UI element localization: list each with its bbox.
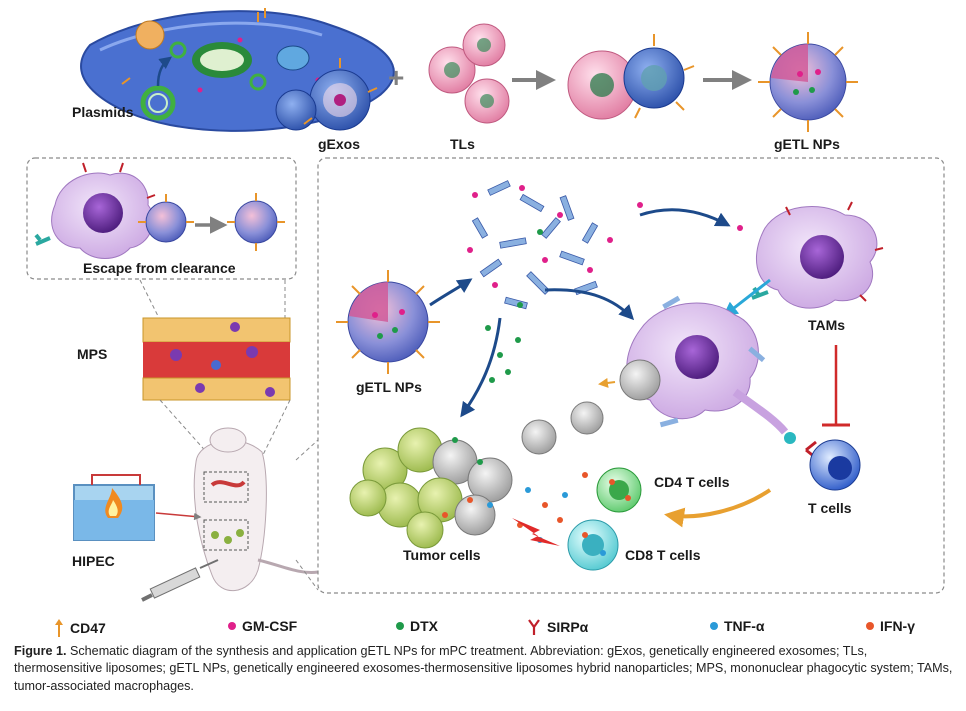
antigen-presentation <box>784 432 817 460</box>
label-gexos: gExos <box>318 136 360 152</box>
fusion-particles <box>567 34 695 120</box>
legend: CD47 GM-CSF DTX SIRPα TNF-α IFN-γ <box>0 612 966 642</box>
central-macrophage <box>626 295 789 435</box>
engulfed-gray-cell <box>619 359 661 401</box>
legend-cd47: CD47 <box>54 618 106 638</box>
macrophage-small <box>34 162 156 259</box>
ifn-g-dot-icon <box>866 622 874 630</box>
legend-gm-csf: GM-CSF <box>228 618 297 634</box>
label-tls: TLs <box>450 136 475 152</box>
legend-sirpa: SIRPα <box>527 618 588 636</box>
cd47-arrow-icon <box>55 619 63 637</box>
label-plasmids: Plasmids <box>72 104 134 120</box>
label-mps: MPS <box>77 346 107 362</box>
getl-np-top <box>758 32 858 132</box>
caption-text: Schematic diagram of the synthesis and a… <box>14 644 953 693</box>
cd4-t-cell <box>596 467 642 513</box>
legend-dtx: DTX <box>396 618 438 634</box>
label-tumor: Tumor cells <box>403 547 481 563</box>
label-getl-top: gETL NPs <box>774 136 840 152</box>
label-getl-mid: gETL NPs <box>356 379 422 395</box>
figure-caption: Figure 1. Schematic diagram of the synth… <box>14 643 954 695</box>
dtx-dot-icon <box>396 622 404 630</box>
legend-tnf-a: TNF-α <box>710 618 764 634</box>
label-hipec: HIPEC <box>72 553 115 569</box>
label-escape: Escape from clearance <box>83 260 236 276</box>
label-cd4: CD4 T cells <box>654 474 730 490</box>
inhibition-line <box>822 345 850 427</box>
label-tams: TAMs <box>808 317 845 333</box>
schematic-figure: Plasmids gExos + TLs gETL NPs <box>26 8 945 602</box>
blood-vessel <box>142 317 291 401</box>
getl-np-escape-2 <box>227 193 285 251</box>
sirpa-receptor-icon <box>528 619 540 635</box>
caption-label: Figure 1. <box>14 644 67 658</box>
tam-macrophage <box>751 201 884 309</box>
getl-np-escape-1 <box>138 194 194 243</box>
gexo-particles <box>275 58 378 131</box>
gm-csf-dot-icon <box>228 622 236 630</box>
tl-particles <box>428 23 510 124</box>
tumor-mass <box>349 427 513 549</box>
tnf-a-dot-icon <box>710 622 718 630</box>
released-fragments <box>467 180 743 383</box>
t-cell <box>809 439 861 491</box>
getl-np-mid <box>336 270 440 374</box>
legend-ifn-g: IFN-γ <box>866 618 915 634</box>
cd8-t-cell <box>567 519 619 571</box>
escape-panel-frame <box>26 157 297 280</box>
plus-sign: + <box>388 62 404 93</box>
hipec-bath <box>73 474 202 541</box>
plasmid-icon <box>140 85 176 121</box>
label-cd8: CD8 T cells <box>625 547 701 563</box>
label-tcells: T cells <box>808 500 852 516</box>
apoptotic-cells <box>521 401 604 455</box>
mouse-model <box>193 427 319 592</box>
syringe-icon <box>141 559 219 602</box>
killing-bolt <box>512 518 560 546</box>
mechanism-panel-frame <box>317 157 945 594</box>
